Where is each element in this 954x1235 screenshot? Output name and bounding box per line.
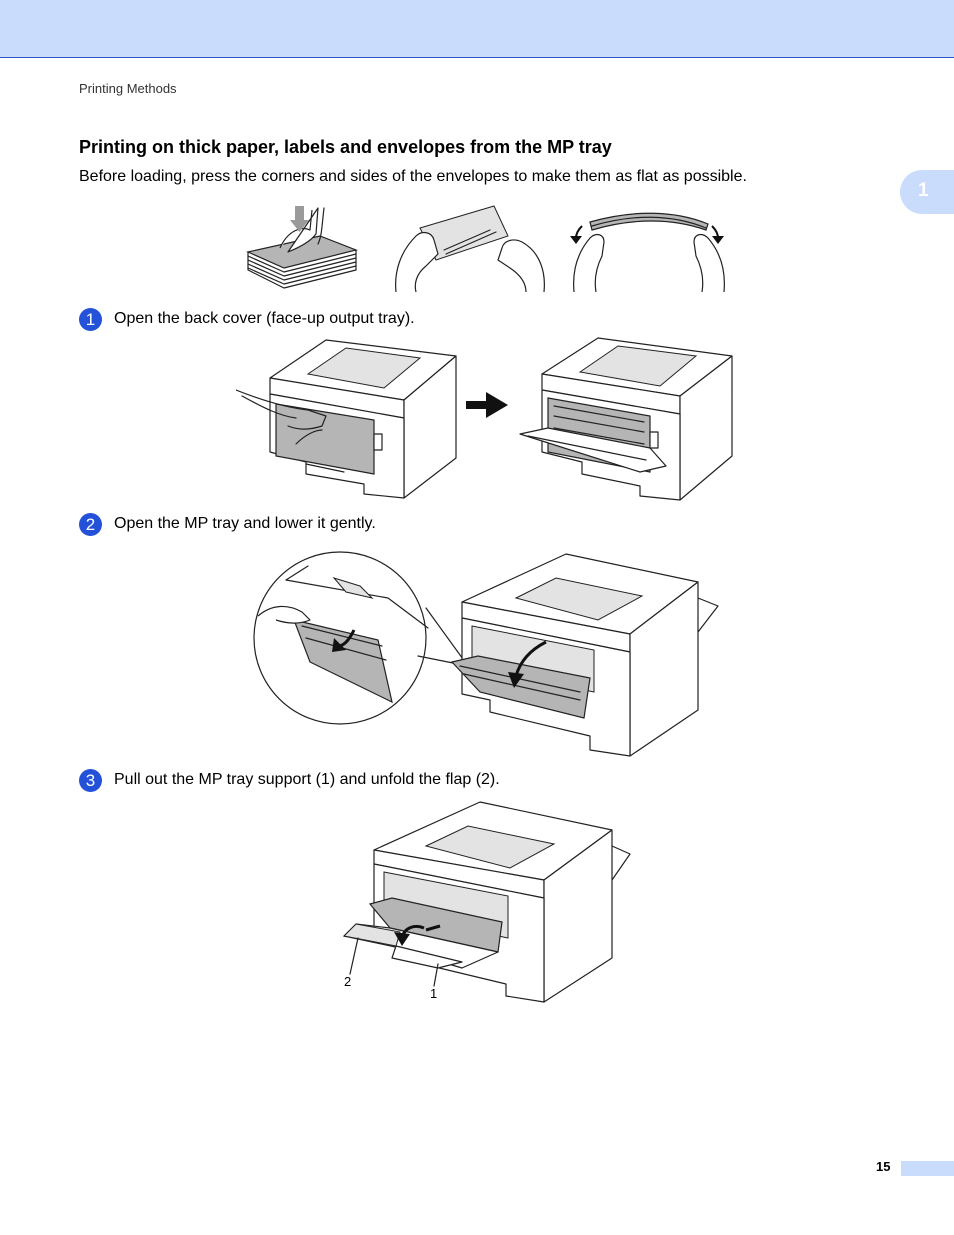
step-instruction: Pull out the MP tray support (1) and unf… (114, 771, 500, 788)
back-cover-illustration (236, 337, 733, 501)
page-number: 15 (876, 1159, 891, 1174)
mp-tray-open-illustration (253, 551, 719, 757)
mp-tray-support-illustration (342, 801, 631, 1003)
hands-bending-stack-drawing (570, 212, 725, 293)
step-number-badge: 3 (79, 769, 102, 792)
printer-mp-tray-open-drawing (450, 553, 719, 757)
zoom-detail-drawing (253, 551, 469, 725)
step-instruction: Open the MP tray and lower it gently. (114, 515, 376, 532)
callout-flap-label: 2 (344, 974, 352, 989)
footer-bar (901, 1161, 954, 1176)
printer-back-cover-open-drawing (519, 337, 733, 501)
right-arrow-icon (466, 392, 508, 418)
step-number-badge: 2 (79, 513, 102, 536)
hands-pressing-envelope-drawing (395, 205, 545, 293)
top-header-band (0, 0, 954, 58)
envelope-flattening-illustration (246, 205, 725, 293)
printer-tray-support-drawing (342, 801, 631, 1003)
chapter-number: 1 (918, 180, 929, 201)
callout-support-label: 1 (430, 986, 438, 1001)
step-instruction: Open the back cover (face-up output tray… (114, 310, 415, 327)
printer-back-cover-closed-drawing (236, 339, 457, 499)
section-title: Printing on thick paper, labels and enve… (79, 137, 612, 157)
envelope-stack-drawing (246, 206, 358, 289)
intro-paragraph: Before loading, press the corners and si… (79, 168, 747, 185)
running-head: Printing Methods (79, 81, 177, 96)
chapter-tab: 1 (900, 170, 954, 214)
step-number-badge: 1 (79, 308, 102, 331)
